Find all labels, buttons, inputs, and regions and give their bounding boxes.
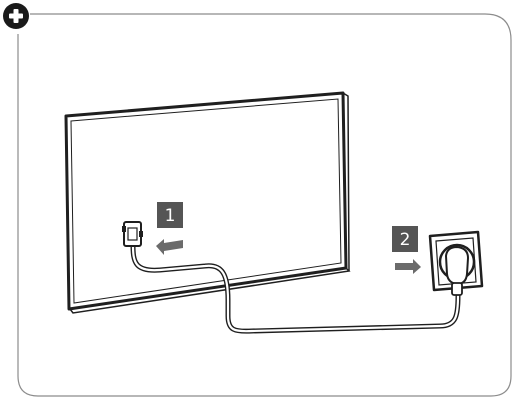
insert-arrow-icon [156, 239, 183, 255]
insert-arrow-icon [395, 259, 421, 274]
plus-circle-icon [3, 3, 29, 29]
step-1-label: 1 [165, 206, 176, 226]
step-2-badge: 2 [392, 226, 418, 252]
power-cable [130, 242, 461, 334]
step-2-label: 2 [400, 230, 411, 250]
frame-border [17, 13, 512, 397]
wall-socket-icon [428, 230, 484, 296]
step-1-badge: 1 [157, 202, 183, 228]
tv-back-panel [64, 91, 351, 314]
power-plug-icon [122, 221, 143, 247]
